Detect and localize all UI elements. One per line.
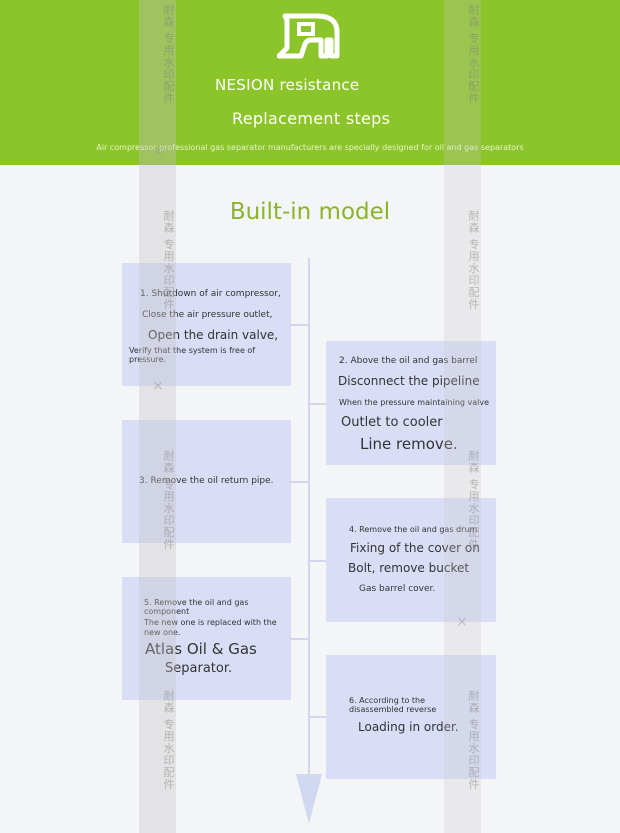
step6-line1: 6. According to the — [349, 696, 426, 705]
watermark-text: 耐森 专用水印配件 — [162, 4, 175, 105]
step4-line2: Fixing of the cover on — [350, 541, 480, 555]
step-box-2: 2. Above the oil and gas barrel Disconne… — [326, 341, 496, 465]
watermark-text: 耐森 专用水印配件 — [162, 450, 175, 551]
timeline-line — [308, 258, 310, 778]
step2-line4: Outlet to cooler — [341, 415, 443, 430]
elephant-logo-icon — [277, 13, 340, 59]
connector-step4 — [308, 560, 326, 562]
step-box-4: 4. Remove the oil and gas drum Fixing of… — [326, 498, 496, 622]
step4-line3: Bolt, remove bucket — [348, 561, 470, 575]
connector-step1 — [290, 324, 310, 326]
step5-line2: component — [144, 607, 190, 616]
step3-line1: 3. Remove the oil return pipe. — [139, 476, 274, 486]
step4-line4: Gas barrel cover. — [359, 584, 436, 594]
header-title-line2: Replacement steps — [232, 109, 391, 128]
step5-line4: new one. — [144, 628, 181, 637]
connector-step6 — [308, 716, 326, 718]
watermark-strip-right — [444, 0, 481, 833]
step1-line1: 1. Shutdown of air compressor, — [140, 289, 281, 299]
timeline-arrow-icon — [296, 774, 322, 824]
header-title-line1: NESION resistance — [215, 76, 360, 94]
step6-line2: disassembled reverse — [349, 705, 437, 714]
connector-step3 — [290, 481, 310, 483]
watermark-strip-left — [139, 0, 176, 833]
step-box-6: 6. According to the disassembled reverse… — [326, 655, 496, 779]
watermark-text: 耐森 专用水印配件 — [467, 210, 480, 311]
step4-line1: 4. Remove the oil and gas drum — [349, 525, 478, 534]
step1-line4: Verify that the system is free of — [129, 346, 256, 355]
section-title: Built-in model — [229, 199, 391, 225]
connector-step5 — [290, 638, 310, 640]
step1-line5: pressure. — [129, 355, 167, 364]
watermark-text: 耐森 专用水印配件 — [162, 210, 175, 311]
step2-line2: Disconnect the pipeline — [338, 374, 480, 388]
step5-line5: Atlas Oil & Gas — [145, 640, 257, 658]
header-subtitle: Air compressor professional gas separato… — [96, 143, 524, 152]
step2-line5: Line remove. — [360, 435, 458, 453]
watermark-close-icon: × — [152, 378, 164, 394]
step5-line6: Separator. — [165, 661, 233, 676]
header-banner: NESION resistance Replacement steps Air … — [0, 0, 620, 165]
step5-line3: The new one is replaced with the — [144, 618, 277, 627]
step2-line3: When the pressure maintaining valve — [339, 398, 490, 407]
step5-line1: 5. Remove the oil and gas — [144, 598, 249, 607]
watermark-text: 耐森 专用水印配件 — [467, 4, 480, 105]
watermark-text: 耐森 专用水印配件 — [467, 690, 480, 791]
step6-line3: Loading in order. — [358, 720, 459, 734]
watermark-close-icon: × — [456, 614, 468, 630]
step2-line1: 2. Above the oil and gas barrel — [339, 356, 478, 366]
connector-step2 — [308, 403, 326, 405]
step1-line2: Close the air pressure outlet, — [142, 310, 273, 320]
watermark-text: 耐森 专用水印配件 — [467, 450, 480, 551]
step1-line3: Open the drain valve, — [148, 328, 279, 342]
step-box-1: 1. Shutdown of air compressor, Close the… — [122, 263, 291, 386]
watermark-text: 耐森 专用水印配件 — [162, 690, 175, 791]
watermark-close-icon: × — [152, 144, 164, 160]
step-box-5: 5. Remove the oil and gas component The … — [122, 577, 291, 700]
step-box-3: 3. Remove the oil return pipe. — [122, 420, 291, 543]
